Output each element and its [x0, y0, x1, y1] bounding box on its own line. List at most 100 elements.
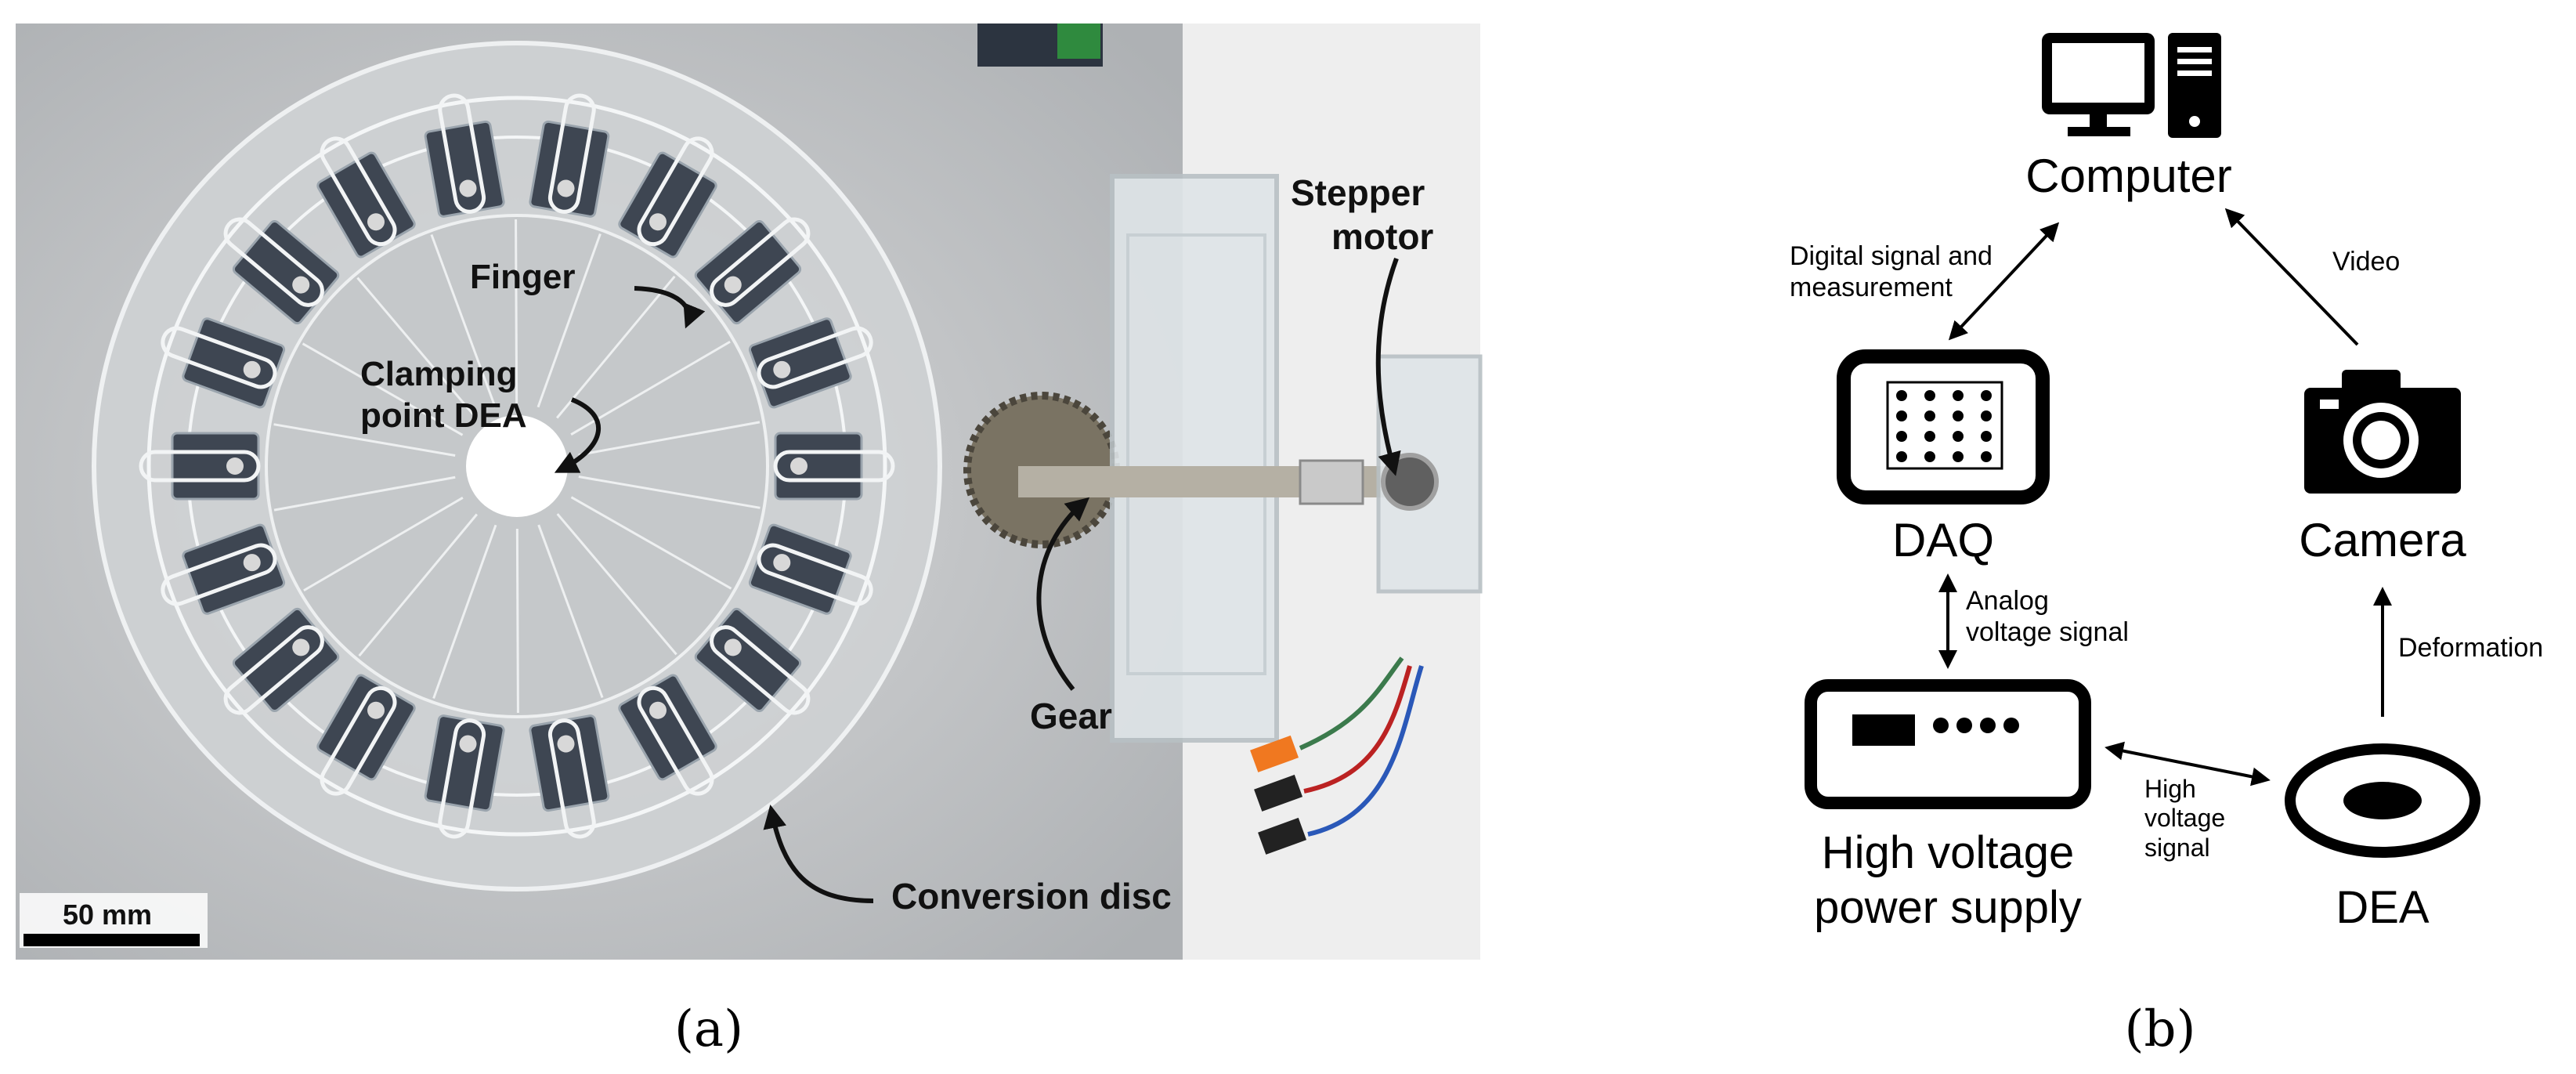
coupler	[1299, 459, 1364, 505]
daq-computer-arrow	[1948, 222, 2060, 341]
gear-label: Gear	[1030, 696, 1112, 736]
finger-module	[748, 523, 873, 615]
finger-module	[694, 607, 811, 715]
finger-module	[223, 607, 340, 715]
hv-signal-label-line2: voltage	[2144, 804, 2225, 832]
radial-line	[570, 496, 732, 590]
gear-arrow	[1036, 497, 1090, 691]
finger-arrow	[634, 286, 706, 329]
radial-line	[432, 524, 497, 699]
deformation-label: Deformation	[2398, 633, 2543, 663]
radial-line	[358, 513, 479, 657]
daq-dot	[1896, 390, 1907, 401]
camera-computer-arrow	[2224, 208, 2359, 346]
digital-signal-label-line2: measurement	[1790, 273, 1953, 302]
daq-dot	[1953, 451, 1964, 462]
dea-icon	[2285, 743, 2480, 858]
clamping-arrow	[554, 397, 602, 473]
daq-dot	[1981, 451, 1992, 462]
radial-line	[515, 219, 518, 404]
radial-line	[430, 233, 497, 408]
block-diagram: Computer DAQ Camera High voltage	[1790, 33, 2543, 933]
radial-line	[356, 277, 478, 419]
finger-module	[618, 136, 717, 259]
analog-label-line2: voltage signal	[1966, 617, 2129, 647]
radial-line	[578, 421, 761, 457]
hv-signal-label-line3: signal	[2144, 834, 2210, 862]
scale-bar-label: 50 mm	[63, 899, 152, 931]
radial-line	[515, 528, 519, 714]
acrylic-frame-2	[1126, 233, 1266, 675]
finger-module	[773, 432, 895, 501]
camera-icon	[2304, 370, 2461, 494]
dea-label: DEA	[2336, 882, 2430, 933]
clamping-label-line1: Clamping	[360, 355, 517, 393]
outer-ring-2	[146, 96, 887, 837]
finger-module	[529, 93, 610, 218]
finger-module	[316, 136, 416, 259]
video-label: Video	[2332, 247, 2400, 277]
finger-modules	[139, 93, 895, 839]
caption-a: (a)	[674, 1000, 743, 1058]
daq-dot	[1981, 390, 1992, 401]
daq-dot	[1896, 431, 1907, 442]
finger-module	[139, 432, 261, 501]
radial-line	[303, 497, 464, 592]
finger-module	[316, 674, 416, 796]
daq-dot	[1953, 410, 1964, 421]
radial-line	[537, 524, 604, 699]
stepper-label-line2: motor	[1331, 216, 1433, 257]
scale-bar	[23, 934, 200, 946]
finger-module	[424, 93, 505, 218]
hv-signal-label-line1: High	[2144, 775, 2196, 803]
digital-signal-label-line1: Digital signal and	[1790, 241, 1993, 271]
radial-line	[273, 423, 456, 457]
daq-dots	[1896, 390, 1992, 462]
daq-label: DAQ	[1892, 514, 1994, 566]
hv-label-line2: power supply	[1814, 882, 2082, 933]
finger-module	[161, 317, 286, 409]
worm-shaft	[1018, 466, 1425, 497]
cable-connectors	[1250, 656, 1424, 855]
radial-line	[556, 513, 677, 656]
analog-label-line1: Analog	[1966, 586, 2049, 616]
conversion-disc-label: Conversion disc	[891, 876, 1172, 917]
conversion-arrow	[763, 805, 874, 903]
radial-line	[273, 476, 456, 512]
center-hole	[466, 415, 568, 517]
hv-power-supply-icon	[1805, 679, 2091, 809]
gear-assembly	[963, 24, 1483, 743]
finger-module	[161, 523, 286, 615]
radial-lines	[273, 219, 761, 714]
hv-dea-arrow	[2105, 741, 2271, 787]
finger-label: Finger	[470, 258, 575, 296]
finger-module	[223, 217, 340, 325]
daq-dot	[1953, 390, 1964, 401]
daq-dot	[1924, 390, 1935, 401]
daq-dot	[1953, 431, 1964, 442]
finger-module	[529, 714, 610, 839]
daq-dot	[1924, 410, 1935, 421]
finger-module	[694, 217, 811, 325]
daq-dot	[1924, 431, 1935, 442]
acrylic-frame	[1110, 174, 1279, 743]
stepper-label-line1: Stepper	[1291, 172, 1425, 213]
caption-b: (b)	[2125, 1000, 2196, 1058]
hv-label-line1: High voltage	[1822, 827, 2074, 878]
daq-dot	[1896, 451, 1907, 462]
daq-dot	[1896, 410, 1907, 421]
daq-dot	[1981, 431, 1992, 442]
finger-module	[748, 317, 873, 409]
computer-icon	[2042, 33, 2221, 138]
finger-module	[618, 674, 717, 796]
daq-dot	[1924, 451, 1935, 462]
computer-label: Computer	[2025, 150, 2231, 202]
camera-label: Camera	[2299, 514, 2466, 566]
radial-line	[302, 342, 464, 436]
stepper-arrow	[1375, 257, 1401, 476]
clamping-label-line2: point DEA	[360, 396, 527, 435]
photo-panel: Finger Clamping point DEA Stepper motor …	[16, 24, 1483, 960]
pcb-connector	[1057, 24, 1100, 59]
finger-module	[424, 714, 505, 839]
